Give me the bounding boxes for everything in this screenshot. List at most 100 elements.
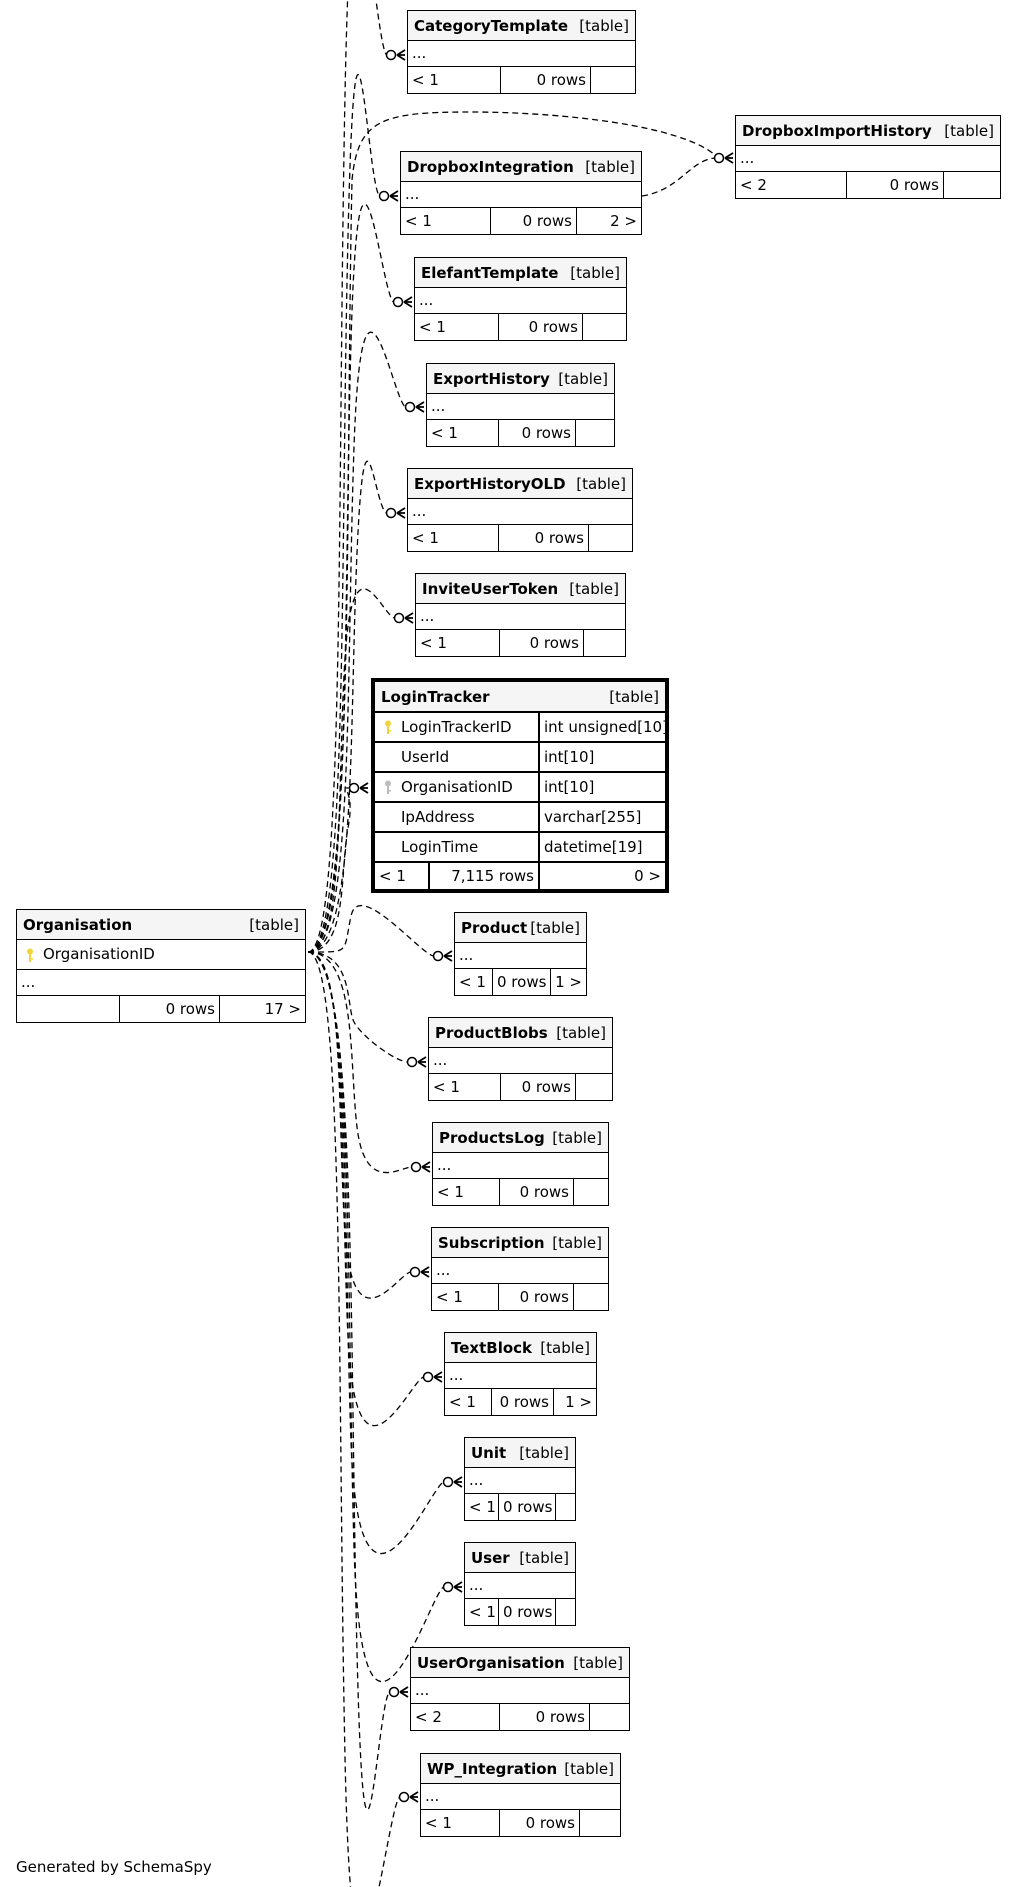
parents-count bbox=[17, 996, 120, 1022]
table-name: ExportHistory bbox=[433, 369, 550, 388]
parents-count: < 1 bbox=[455, 969, 493, 995]
columns-ellipsis: ... bbox=[401, 182, 641, 208]
table-kind: [table] bbox=[570, 263, 620, 282]
table-kind: [table] bbox=[552, 1233, 602, 1252]
table-userorganisation[interactable]: UserOrganisation [table] ... < 2 0 rows bbox=[410, 1647, 630, 1731]
table-wp-integration[interactable]: WP_Integration [table] ... < 1 0 rows bbox=[420, 1753, 621, 1837]
table-dropboximporthistory[interactable]: DropboxImportHistory [table] ... < 2 0 r… bbox=[735, 115, 1001, 199]
productslog-edge-end bbox=[410, 1161, 431, 1173]
children-count bbox=[944, 172, 1000, 198]
table-productblobs[interactable]: ProductBlobs [table] ... < 1 0 rows bbox=[428, 1017, 613, 1101]
inviteusertoken-edge-end bbox=[393, 612, 414, 624]
columns-ellipsis: ... bbox=[415, 288, 626, 314]
table-logintracker[interactable]: LoginTracker [table] LoginTrackerID int … bbox=[371, 678, 669, 893]
children-count bbox=[583, 314, 626, 340]
parents-count: < 2 bbox=[736, 172, 847, 198]
subscription-edge-end bbox=[409, 1266, 430, 1278]
table-organisation[interactable]: Organisation [table] OrganisationID ... … bbox=[16, 909, 306, 1023]
user-edge-end bbox=[442, 1581, 463, 1593]
table-categorytemplate[interactable]: CategoryTemplate [table] ... < 1 0 rows bbox=[407, 10, 636, 94]
row-count: 0 rows bbox=[847, 172, 944, 198]
table-kind: [table] bbox=[579, 16, 629, 35]
table-name: WP_Integration bbox=[427, 1759, 558, 1778]
parents-count: < 1 bbox=[433, 1179, 500, 1205]
children-count: 17 > bbox=[264, 1000, 301, 1018]
table-name: DropboxImportHistory bbox=[742, 121, 932, 140]
parents-count: < 2 bbox=[411, 1704, 500, 1730]
row-count: 0 rows bbox=[500, 1179, 574, 1205]
table-dropboxintegration[interactable]: DropboxIntegration [table] ... < 1 0 row… bbox=[400, 151, 642, 235]
textblock-relationship-line bbox=[307, 951, 425, 1426]
row-count: 0 rows bbox=[500, 1810, 580, 1836]
table-user[interactable]: User [table] ... < 1 0 rows bbox=[464, 1542, 576, 1626]
productslog-relationship-line bbox=[307, 951, 413, 1174]
table-exporthistory[interactable]: ExportHistory [table] ... < 1 0 rows bbox=[426, 363, 615, 447]
children-count bbox=[556, 1599, 575, 1625]
table-kind: [table] bbox=[569, 579, 619, 598]
wp-integration-edge-end bbox=[398, 1791, 419, 1803]
table-name: UserOrganisation bbox=[417, 1653, 565, 1672]
columns-ellipsis: ... bbox=[432, 1258, 608, 1284]
row-count: 0 rows bbox=[499, 525, 589, 551]
dropboximporthistory-relationship-line bbox=[307, 111, 716, 953]
table-exporthistoryold[interactable]: ExportHistoryOLD [table] ... < 1 0 rows bbox=[407, 468, 633, 552]
column-name: IpAddress bbox=[375, 803, 540, 831]
table-unit[interactable]: Unit [table] ... < 1 0 rows bbox=[464, 1437, 576, 1521]
column-name: LoginTime bbox=[375, 833, 540, 861]
table-name: Product bbox=[461, 918, 528, 937]
table-kind: [table] bbox=[944, 121, 994, 140]
parents-count: < 1 bbox=[427, 420, 499, 446]
table-name: LoginTracker bbox=[381, 687, 490, 706]
table-kind: [table] bbox=[552, 1128, 602, 1147]
row-count: 0 rows bbox=[491, 208, 577, 234]
children-count: 1 > bbox=[565, 1393, 592, 1411]
columns-ellipsis: ... bbox=[17, 970, 305, 996]
column-type: datetime[19] bbox=[544, 838, 643, 856]
column-name: OrganisationID bbox=[43, 945, 155, 963]
exporthistory-edge-end bbox=[404, 401, 425, 413]
column-type: varchar[255] bbox=[544, 808, 642, 826]
column-row: OrganisationID int[10] bbox=[375, 773, 665, 803]
table-kind: [table] bbox=[558, 369, 608, 388]
table-name: Subscription bbox=[438, 1233, 545, 1252]
children-count: 2 > bbox=[610, 212, 637, 230]
table-inviteusertoken[interactable]: InviteUserToken [table] ... < 1 0 rows bbox=[415, 573, 626, 657]
table-name: DropboxIntegration bbox=[407, 157, 574, 176]
column-row: OrganisationID bbox=[17, 940, 305, 970]
product-relationship-line bbox=[307, 905, 435, 957]
product-edge-end bbox=[432, 950, 453, 962]
row-count: 0 rows bbox=[499, 420, 576, 446]
elefanttemplate-edge-end bbox=[392, 296, 413, 308]
columns-ellipsis: ... bbox=[411, 1678, 629, 1704]
row-count: 0 rows bbox=[499, 1284, 574, 1310]
children-count bbox=[556, 1494, 575, 1520]
parents-count: < 1 bbox=[408, 67, 501, 93]
column-row: IpAddress varchar[255] bbox=[375, 803, 665, 833]
table-kind: [table] bbox=[249, 915, 299, 934]
table-productslog[interactable]: ProductsLog [table] ... < 1 0 rows bbox=[432, 1122, 609, 1206]
columns-ellipsis: ... bbox=[416, 604, 625, 630]
column-row: LoginTime datetime[19] bbox=[375, 833, 665, 863]
row-count: 0 rows bbox=[492, 1389, 554, 1415]
table-elefanttemplate[interactable]: ElefantTemplate [table] ... < 1 0 rows bbox=[414, 257, 627, 341]
table-subscription[interactable]: Subscription [table] ... < 1 0 rows bbox=[431, 1227, 609, 1311]
wp-integration-relationship-line bbox=[307, 951, 401, 1887]
table-product[interactable]: Product [table] ... < 1 0 rows 1 > bbox=[454, 912, 587, 996]
columns-ellipsis: ... bbox=[465, 1468, 575, 1494]
column-type: int[10] bbox=[544, 748, 595, 766]
generated-by-note: Generated by SchemaSpy bbox=[16, 1858, 212, 1876]
row-count: 0 rows bbox=[493, 969, 551, 995]
children-count bbox=[589, 525, 632, 551]
textblock-edge-end bbox=[422, 1371, 443, 1383]
table-kind: [table] bbox=[556, 1023, 606, 1042]
children-count bbox=[591, 67, 635, 93]
row-count: 0 rows bbox=[499, 1494, 556, 1520]
row-count: 7,115 rows bbox=[430, 863, 540, 889]
table-textblock[interactable]: TextBlock [table] ... < 1 0 rows 1 > bbox=[444, 1332, 597, 1416]
parents-count: < 1 bbox=[445, 1389, 492, 1415]
column-row: UserId int[10] bbox=[375, 743, 665, 773]
exporthistoryold-edge-end bbox=[385, 507, 406, 519]
table-kind: [table] bbox=[573, 1653, 623, 1672]
unit-relationship-line bbox=[307, 951, 445, 1555]
